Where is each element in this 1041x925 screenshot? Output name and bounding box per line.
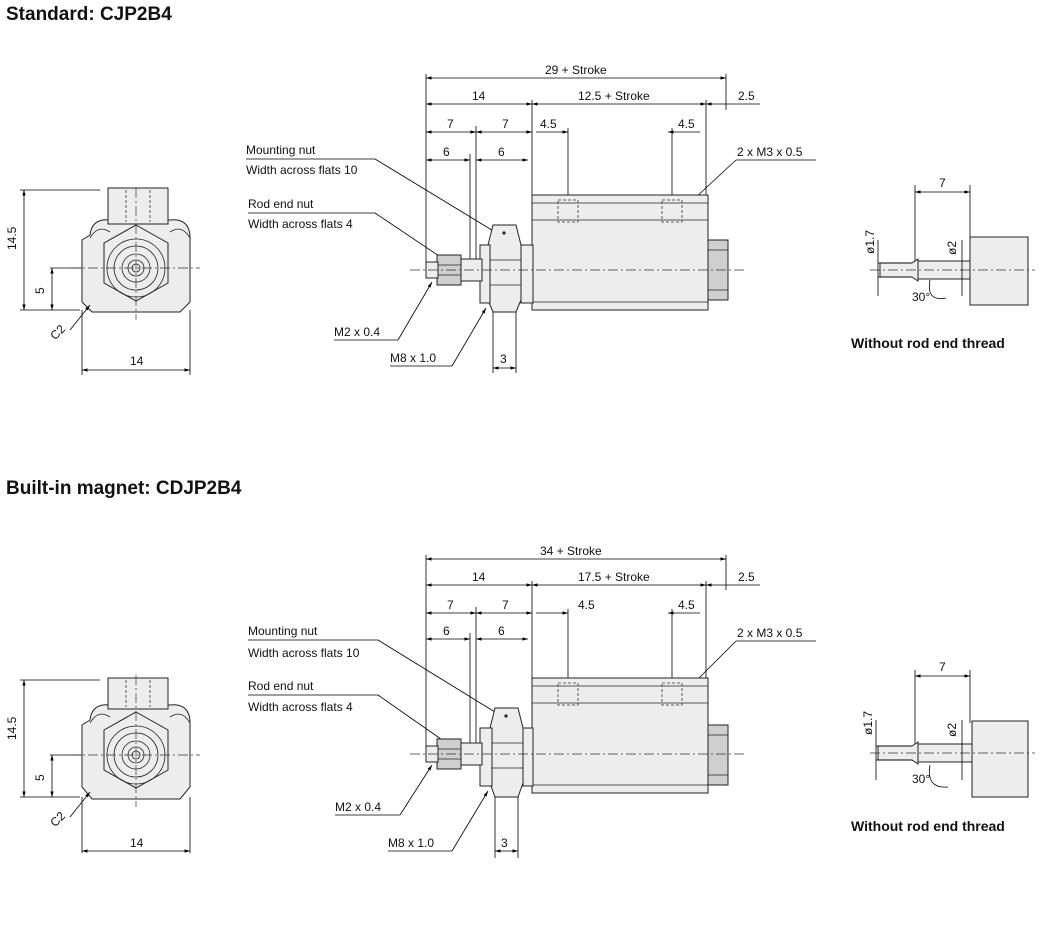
six-a-label: 6	[443, 624, 450, 638]
six-b-label: 6	[498, 624, 505, 638]
side-view: 29 + Stroke 14 12.5 + Stroke 2.5 7 7 4.5…	[246, 63, 816, 373]
seven-b-label: 7	[502, 598, 509, 612]
center-height-label: 5	[33, 287, 47, 294]
port-thread-label: 2 x M3 x 0.5	[737, 145, 803, 159]
section-title-standard: Standard: CJP2B4	[6, 4, 172, 25]
mounting-nut-width-label: Width across flats 10	[248, 646, 360, 660]
detail-d2-label: ø2	[945, 241, 959, 255]
seven-a-label: 7	[447, 117, 454, 131]
rod-side-length-label: 14	[472, 89, 486, 103]
rod-end-nut-label: Rod end nut	[248, 197, 314, 211]
detail-length-label: 7	[939, 176, 946, 190]
mounting-nut-width-label: Width across flats 10	[246, 163, 358, 177]
overall-length-label: 29 + Stroke	[545, 63, 607, 77]
section-title-magnet: Built-in magnet: CDJP2B4	[6, 478, 242, 499]
overall-length-label: 34 + Stroke	[540, 544, 602, 558]
mounting-nut-label: Mounting nut	[248, 624, 318, 638]
detail-length-label: 7	[939, 660, 946, 674]
rod-thread-label: M2 x 0.4	[335, 800, 381, 814]
rear-length-label: 2.5	[738, 570, 755, 584]
detail-d1-label: ø1.7	[861, 711, 875, 735]
center-height-label: 5	[33, 774, 47, 781]
width-label: 14	[130, 354, 144, 368]
six-a-label: 6	[443, 145, 450, 159]
rod-end-detail: 7 ø1.7 ø2 30° Without rod end thread	[851, 660, 1035, 834]
chamfer-label: C2	[47, 809, 68, 830]
width-label: 14	[130, 836, 144, 850]
port-a-label: 4.5	[578, 598, 595, 612]
height-label: 14.5	[5, 716, 19, 740]
detail-caption: Without rod end thread	[851, 818, 1005, 834]
mount-thread-label: M8 x 1.0	[390, 351, 436, 365]
port-b-label: 4.5	[678, 598, 695, 612]
front-view: 14.5 5 14 C2	[5, 187, 200, 375]
rear-length-label: 2.5	[738, 89, 755, 103]
port-thread-label: 2 x M3 x 0.5	[737, 626, 803, 640]
port-a-label: 4.5	[540, 117, 557, 131]
seven-b-label: 7	[502, 117, 509, 131]
side-view: 34 + Stroke 14 17.5 + Stroke 2.5 7 7 4.5…	[248, 544, 816, 858]
mount-thread-label: M8 x 1.0	[388, 836, 434, 850]
nut-thickness-label: 3	[501, 836, 508, 850]
drawing-standard: 14.5 5 14 C2 29 + Stroke 14 12.5 + Strok	[5, 63, 1035, 375]
chamfer-label: C2	[47, 322, 68, 343]
body-length-label: 17.5 + Stroke	[578, 570, 650, 584]
detail-angle-label: 30°	[912, 772, 930, 786]
detail-d2-label: ø2	[945, 723, 959, 737]
port-b-label: 4.5	[678, 117, 695, 131]
six-b-label: 6	[498, 145, 505, 159]
rod-end-nut-width-label: Width across flats 4	[248, 700, 353, 714]
rod-end-nut-label: Rod end nut	[248, 679, 314, 693]
front-view: 14.5 5 14 C2	[5, 675, 200, 853]
mounting-nut-label: Mounting nut	[246, 143, 316, 157]
seven-a-label: 7	[447, 598, 454, 612]
body-length-label: 12.5 + Stroke	[578, 89, 650, 103]
detail-caption: Without rod end thread	[851, 335, 1005, 351]
drawing-magnet: 14.5 5 14 C2 34 + Stroke 14 17.5 + Strok…	[5, 544, 1035, 858]
nut-thickness-label: 3	[500, 352, 507, 366]
rod-thread-label: M2 x 0.4	[334, 325, 380, 339]
rod-side-length-label: 14	[472, 570, 486, 584]
detail-d1-label: ø1.7	[863, 230, 877, 254]
rod-end-nut-width-label: Width across flats 4	[248, 217, 353, 231]
height-label: 14.5	[5, 226, 19, 250]
rod-end-detail: 7 ø1.7 ø2 30° Without rod end thread	[851, 176, 1035, 351]
detail-angle-label: 30°	[912, 290, 930, 304]
